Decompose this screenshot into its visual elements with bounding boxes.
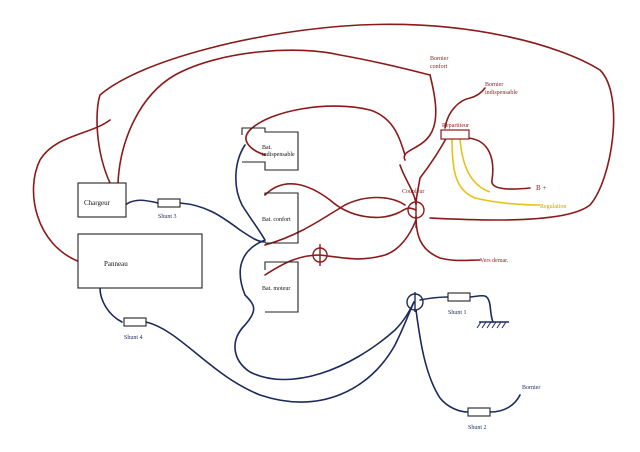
panneau-loop-wire	[32, 119, 111, 263]
bat-moteur-label: Bat. moteur	[262, 286, 290, 292]
shunt2-bornier-wire	[489, 394, 521, 413]
vers-demar-label: Vers demar.	[480, 258, 509, 264]
node-shunt2-wire	[415, 309, 469, 413]
panneau-label: Panneau	[104, 260, 128, 268]
bornier-indisp-label-2: indispensable	[485, 90, 518, 96]
chargeur-lead-wire	[117, 49, 431, 184]
panneau-shunt4-wire	[99, 287, 123, 323]
bat-confort-box	[264, 192, 299, 244]
shunt3-bus-wire	[179, 202, 266, 243]
negative-wires	[99, 144, 521, 413]
bat-confort-wire-2	[264, 196, 406, 246]
regulation-label: Regulation	[540, 204, 566, 210]
bornier-confort-label-2: confort	[430, 63, 448, 70]
bat-confort-wire	[264, 183, 417, 219]
bornier-label: Bornier	[522, 385, 540, 391]
chargeur-label: Chargeur	[84, 199, 111, 207]
shunt4-node-wire	[145, 301, 415, 403]
b-plus-label: B +	[536, 184, 546, 192]
regulation-wire-2	[459, 137, 491, 193]
shunt2-box	[467, 407, 491, 417]
shunt1-ground-wire	[469, 294, 494, 323]
bat-confort-label: Bat. confort	[262, 216, 291, 223]
negative-node-symbol	[406, 292, 424, 312]
fuse-symbol	[312, 244, 328, 266]
bat-indispensable-label-2: indispensable	[262, 152, 295, 158]
vers-demar-wire	[415, 215, 481, 262]
bornier-confort-wire	[403, 74, 437, 161]
bornier-indisp-label: Bornier	[485, 82, 503, 88]
bat-indisp-lead-wire	[245, 105, 406, 156]
bat-indispensable-box	[241, 127, 299, 171]
repartiteur-box	[440, 129, 470, 140]
panneau-box	[77, 233, 203, 289]
coupleur-label: Coupleur	[402, 189, 424, 195]
bat-moteur-box	[264, 261, 299, 313]
bat-moteur-wire	[264, 219, 417, 276]
outer-loop-wire	[96, 23, 615, 221]
shunt4-label: Shunt 4	[124, 335, 143, 341]
regulation-wires	[451, 137, 541, 206]
coupleur-upper-wire	[399, 164, 417, 205]
shunt2-label: Shunt 2	[468, 425, 487, 431]
shunt4-box	[123, 317, 147, 327]
b-plus-wire	[467, 137, 531, 190]
repartiteur-label: Repartiteur	[442, 123, 469, 129]
shunt3-box	[157, 198, 181, 208]
shunt3-label: Shunt 3	[158, 214, 177, 220]
battery-negative-bus	[234, 144, 415, 381]
bornier-confort-label: Bornier	[430, 56, 448, 62]
shunt1-label: Shunt 1	[448, 310, 467, 316]
bat-indispensable-label: Bat.	[262, 145, 272, 151]
bornier-indisp-wire	[444, 87, 486, 129]
node-shunt1-wire	[419, 296, 449, 301]
ground-icon	[476, 321, 509, 329]
positive-wires	[32, 23, 615, 276]
chargeur-shunt3-wire	[124, 199, 159, 206]
shunt1-box	[447, 292, 471, 302]
regulation-wire	[451, 137, 541, 206]
chargeur-box	[77, 182, 127, 218]
coupleur-symbol	[407, 198, 425, 228]
